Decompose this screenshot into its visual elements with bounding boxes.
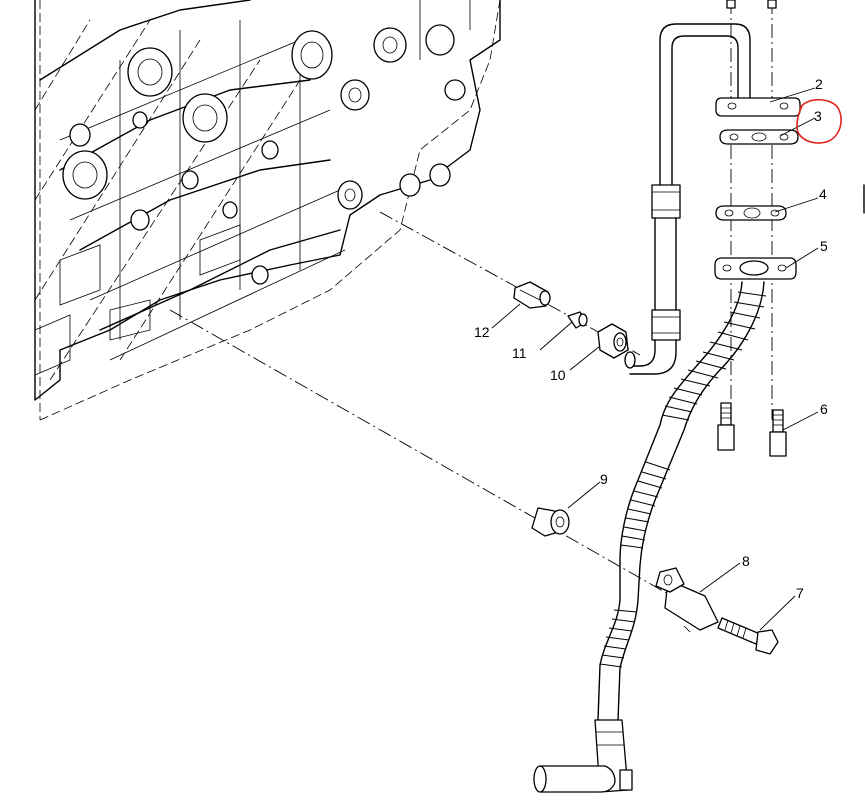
engine-block bbox=[34, 0, 501, 421]
bolt-part-7 bbox=[717, 617, 779, 655]
hose-corrugations bbox=[599, 291, 767, 668]
callout-7[interactable]: 7 bbox=[796, 585, 804, 601]
gasket-part-4 bbox=[715, 205, 787, 221]
assembly-centerlines bbox=[169, 0, 773, 616]
bracket-part-8 bbox=[655, 567, 719, 633]
callout-5[interactable]: 5 bbox=[820, 238, 828, 254]
ferrule-part-11 bbox=[567, 311, 588, 329]
highlight-circle bbox=[796, 98, 842, 144]
callout-leaders bbox=[491, 87, 819, 631]
callout-4[interactable]: 4 bbox=[819, 186, 827, 202]
pipe-flange-part-2 bbox=[715, 97, 801, 117]
spacer-part-9 bbox=[531, 507, 570, 537]
nut-part-10 bbox=[597, 323, 629, 359]
callout-11[interactable]: 11 bbox=[512, 345, 527, 361]
gasket-part-3 bbox=[719, 129, 799, 145]
upper-rigid-pipe bbox=[624, 23, 801, 375]
fitting-part-12 bbox=[513, 281, 551, 309]
callout-12[interactable]: 12 bbox=[474, 324, 490, 340]
studs-part-6 bbox=[717, 402, 787, 457]
upper-studs bbox=[726, 0, 777, 9]
callout-8[interactable]: 8 bbox=[742, 553, 750, 569]
callout-6[interactable]: 6 bbox=[820, 401, 828, 417]
callout-labels: 2 3 4 5 6 7 8 9 10 11 12 bbox=[474, 76, 828, 601]
flex-hose-assembly-part-5 bbox=[533, 257, 797, 793]
callout-2[interactable]: 2 bbox=[815, 76, 823, 92]
callout-3[interactable]: 3 bbox=[814, 108, 822, 124]
callout-10[interactable]: 10 bbox=[550, 367, 566, 383]
callout-9[interactable]: 9 bbox=[600, 471, 608, 487]
